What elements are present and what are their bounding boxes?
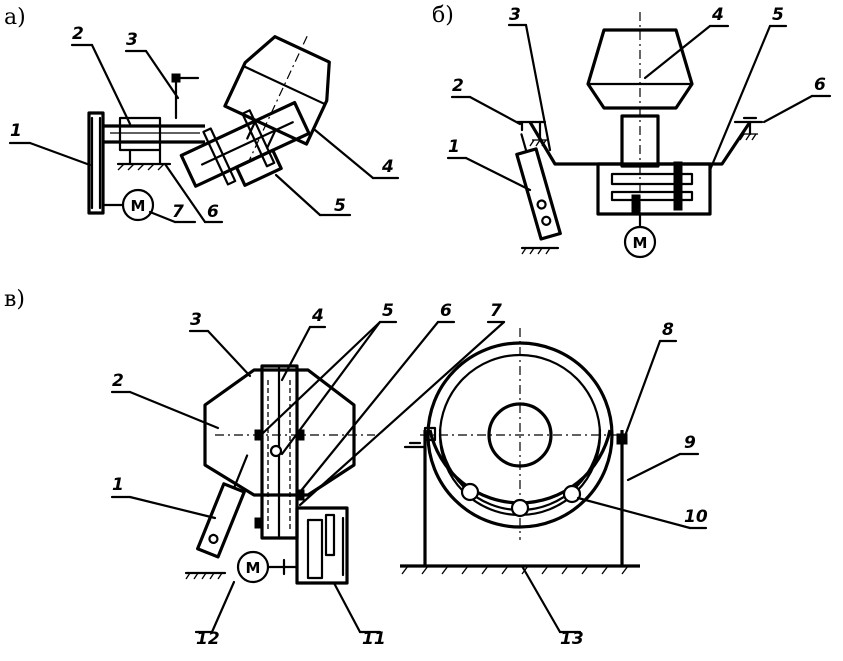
label-b-2: 2 xyxy=(452,76,464,96)
label-v-1: 1 xyxy=(112,475,124,495)
label-a-1: 1 xyxy=(10,121,22,141)
section-label-v: в) xyxy=(4,287,25,312)
label-b-1: 1 xyxy=(448,137,460,157)
label-b-5: 5 xyxy=(772,5,784,25)
label-v-8: 8 xyxy=(662,320,674,340)
drum-v-side xyxy=(203,368,356,497)
label-a-5: 5 xyxy=(334,196,346,216)
cylinder-b xyxy=(515,133,562,241)
label-v-2: 2 xyxy=(112,371,124,391)
drum-a xyxy=(223,35,331,164)
motor-b xyxy=(623,225,657,259)
label-v-9: 9 xyxy=(684,433,696,453)
label-v-13: 13 xyxy=(560,629,584,649)
motor-b-symbol: М xyxy=(633,234,648,252)
motor-a-symbol: М xyxy=(131,197,146,215)
gear-housing-a xyxy=(179,100,311,188)
section-label-a: а) xyxy=(4,5,26,30)
label-v-11: 11 xyxy=(362,629,386,649)
gearbox-b xyxy=(596,162,712,216)
label-b-4: 4 xyxy=(711,5,724,25)
label-a-6: 6 xyxy=(207,202,219,222)
label-v-3: 3 xyxy=(190,310,202,330)
gearbox-v xyxy=(295,506,349,585)
motor-v-symbol: М xyxy=(246,559,261,577)
label-v-12: 12 xyxy=(196,629,220,649)
section-label-b: б) xyxy=(432,3,454,28)
label-a-2: 2 xyxy=(72,24,84,44)
label-a-3: 3 xyxy=(126,30,138,50)
pulley xyxy=(87,111,105,215)
label-v-7: 7 xyxy=(490,301,502,321)
label-a-4: 4 xyxy=(381,157,394,177)
diagram-v: в) М xyxy=(4,287,708,649)
label-a-7: 7 xyxy=(172,202,184,222)
diagram-b: б) М xyxy=(432,3,832,259)
label-v-5: 5 xyxy=(382,301,394,321)
label-b-6: 6 xyxy=(814,75,826,95)
label-v-10: 10 xyxy=(684,507,708,527)
label-v-4: 4 xyxy=(311,306,324,326)
label-b-3: 3 xyxy=(509,5,521,25)
label-v-6: 6 xyxy=(440,301,452,321)
diagram-a: а) М xyxy=(4,5,400,224)
